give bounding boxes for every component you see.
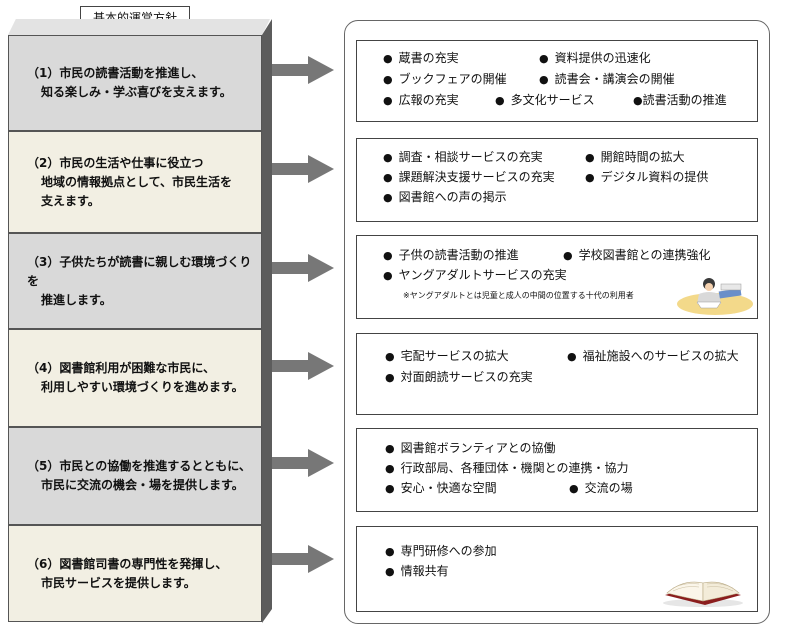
policy-box-1: （1）市民の読書活動を推進し、 知る楽しみ・学ぶ喜びを支えます。 — [8, 35, 262, 131]
policy-column: （1）市民の読書活動を推進し、 知る楽しみ・学ぶ喜びを支えます。 （2）市民の生… — [8, 35, 262, 622]
arrow-right-icon — [272, 352, 334, 380]
policy-box-5: （5）市民との協働を推進するとともに、 市民に交流の機会・場を提供します。 — [8, 427, 262, 525]
action-box-6: ●専門研修への参加 ●情報共有 — [356, 526, 758, 612]
arrow-right-icon — [272, 545, 334, 573]
policy-box-3: （3）子供たちが読書に親しむ環境づくりを 推進します。 — [8, 233, 262, 329]
action-item: ●宅配サービスの拡大 — [385, 349, 509, 363]
policy-2-line2: 地域の情報拠点として、市民生活を — [41, 174, 233, 189]
action-item: ●図書館への声の掲示 — [383, 190, 507, 204]
policy-2-line3: 支えます。 — [41, 193, 100, 208]
policy-5-line1: （5）市民との協働を推進するとともに、 — [27, 459, 251, 473]
action-item: ●交流の場 — [569, 481, 633, 495]
action-item: ●専門研修への参加 — [385, 544, 497, 558]
policy-box-2: （2）市民の生活や仕事に役立つ 地域の情報拠点として、市民生活を 支えます。 — [8, 131, 262, 233]
action-item: ●課題解決支援サービスの充実 — [383, 170, 555, 184]
action-box-2: ●調査・相談サービスの充実 ●開館時間の拡大 ●課題解決支援サービスの充実 ●デ… — [356, 138, 758, 222]
action-box-3: ●子供の読書活動の推進 ●学校図書館との連携強化 ●ヤングアダルトサービスの充実… — [356, 235, 758, 319]
action-item: ●学校図書館との連携強化 — [563, 248, 711, 262]
arrow-right-icon — [272, 155, 334, 183]
action-item: ●図書館ボランティアとの協働 — [385, 441, 556, 455]
arrow-right-icon — [272, 449, 334, 477]
open-book-illustration — [663, 581, 743, 607]
action-item: ●子供の読書活動の推進 — [383, 248, 519, 262]
action-item: ●読書会・講演会の開催 — [539, 72, 675, 86]
policy-6-line2: 市民サービスを提供します。 — [41, 575, 196, 590]
action-item: ●読書活動の推進 — [633, 93, 727, 107]
policy-2-line1: （2）市民の生活や仕事に役立つ — [27, 155, 204, 170]
reading-child-illustration — [677, 278, 753, 315]
column-side-face — [262, 19, 272, 623]
action-item: ●広報の充実 — [383, 93, 459, 107]
action-item: ●資料提供の迅速化 — [539, 51, 651, 65]
policy-1-line2: 知る楽しみ・学ぶ喜びを支えます。 — [41, 85, 232, 99]
action-item: ●多文化サービス — [495, 93, 595, 107]
policy-box-4: （4）図書館利用が困難な市民に、 利用しやすい環境づくりを進めます。 — [8, 329, 262, 427]
policy-box-6: （6）図書館司書の専門性を発揮し、 市民サービスを提供します。 — [8, 525, 262, 622]
action-item: ●デジタル資料の提供 — [585, 170, 709, 184]
action-item: ●ヤングアダルトサービスの充実 — [383, 268, 567, 282]
arrow-right-icon — [272, 254, 334, 282]
policy-3-line1: （3）子供たちが読書に親しむ環境づくりを — [27, 254, 252, 288]
action-item: ●開館時間の拡大 — [585, 150, 685, 164]
policy-4-line1: （4）図書館利用が困難な市民に、 — [27, 361, 215, 375]
young-adult-note: ※ヤングアダルトとは児童と成人の中間の位置する十代の利用者 — [403, 291, 634, 300]
policy-5-line2: 市民に交流の機会・場を提供します。 — [41, 478, 244, 492]
arrow-right-icon — [272, 56, 334, 84]
action-box-5: ●図書館ボランティアとの協働 ●行政部局、各種団体・機関との連携・協力 ●安心・… — [356, 428, 758, 512]
policy-1-line1: （1）市民の読書活動を推進し、 — [27, 66, 204, 80]
action-item: ●福祉施設へのサービスの拡大 — [567, 349, 739, 363]
policy-6-line1: （6）図書館司書の専門性を発揮し、 — [27, 556, 228, 571]
action-item: ●安心・快適な空間 — [385, 481, 497, 495]
action-item: ●対面朗読サービスの充実 — [385, 370, 533, 384]
policy-3-line2: 推進します。 — [41, 292, 112, 307]
action-item: ●調査・相談サービスの充実 — [383, 150, 543, 164]
action-box-1: ●蔵書の充実 ●資料提供の迅速化 ●ブックフェアの開催 ●読書会・講演会の開催 … — [356, 40, 758, 122]
action-item: ●蔵書の充実 — [383, 51, 459, 65]
action-item: ●行政部局、各種団体・機関との連携・協力 — [385, 461, 629, 475]
action-item: ●情報共有 — [385, 564, 449, 578]
policy-4-line2: 利用しやすい環境づくりを進めます。 — [41, 380, 244, 394]
action-box-4: ●宅配サービスの拡大 ●福祉施設へのサービスの拡大 ●対面朗読サービスの充実 — [356, 333, 758, 415]
action-item: ●ブックフェアの開催 — [383, 72, 507, 86]
column-top-face — [8, 19, 270, 35]
